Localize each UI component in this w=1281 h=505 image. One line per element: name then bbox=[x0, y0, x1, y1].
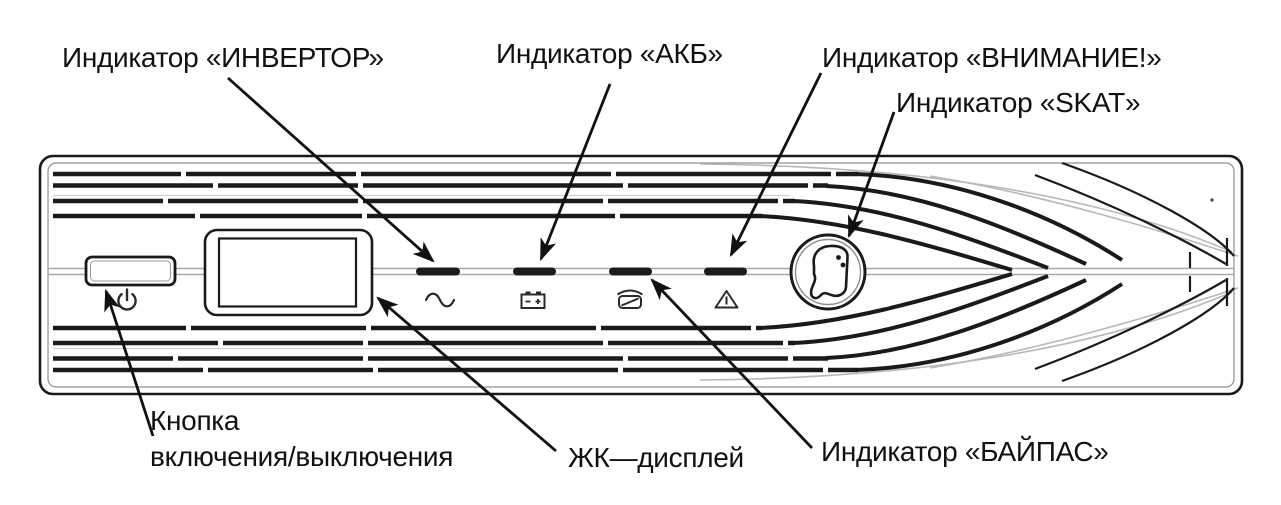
led-bypass bbox=[609, 267, 652, 276]
swoosh-dark-bottom-outer bbox=[1034, 276, 1235, 383]
leader-lines bbox=[104, 72, 896, 453]
leader-battery bbox=[539, 83, 612, 262]
device-front-panel bbox=[38, 154, 1244, 396]
bypass-icon bbox=[616, 289, 644, 309]
label-power-button-line1: Кнопка bbox=[150, 405, 240, 436]
warning-triangle-icon bbox=[714, 290, 739, 309]
label-battery-indicator: Индикатор «АКБ» bbox=[496, 38, 723, 69]
label-power-button-line2: включения/выключения bbox=[150, 441, 454, 472]
label-inverter-indicator: Индикатор «ИНВЕРТОР» bbox=[62, 42, 384, 73]
lcd-display bbox=[203, 228, 374, 317]
swoosh-dark-bottom bbox=[759, 272, 1124, 372]
led-inverter bbox=[416, 267, 460, 276]
leader-bypass bbox=[650, 278, 814, 449]
led-battery bbox=[513, 267, 556, 276]
leader-skat bbox=[847, 111, 896, 239]
power-button bbox=[84, 255, 177, 287]
label-power-button: Кнопка включения/выключения bbox=[150, 403, 453, 475]
label-bypass-indicator: Индикатор «БАЙПАС» bbox=[821, 436, 1109, 467]
leader-lcd bbox=[376, 296, 557, 453]
leader-inverter bbox=[227, 76, 435, 263]
vent-grille-bottom bbox=[53, 325, 858, 373]
leader-attention bbox=[729, 72, 823, 258]
leader-power bbox=[104, 288, 155, 437]
label-lcd-display: ЖК—дисплей bbox=[568, 442, 744, 473]
vent-grille-top bbox=[53, 171, 858, 219]
swoosh-dark-top bbox=[759, 172, 1124, 272]
label-attention-indicator: Индикатор «ВНИМАНИЕ!» bbox=[822, 42, 1162, 73]
swoosh-light-curves bbox=[699, 163, 1239, 381]
skat-logo-icon bbox=[789, 233, 867, 311]
led-attention bbox=[704, 267, 747, 276]
sine-wave-icon bbox=[424, 292, 456, 308]
battery-icon bbox=[520, 291, 546, 309]
swoosh-dark-top-outer bbox=[1034, 161, 1235, 268]
panel-speck bbox=[1210, 198, 1214, 202]
label-skat-indicator: Индикатор «SKAT» bbox=[896, 87, 1141, 118]
